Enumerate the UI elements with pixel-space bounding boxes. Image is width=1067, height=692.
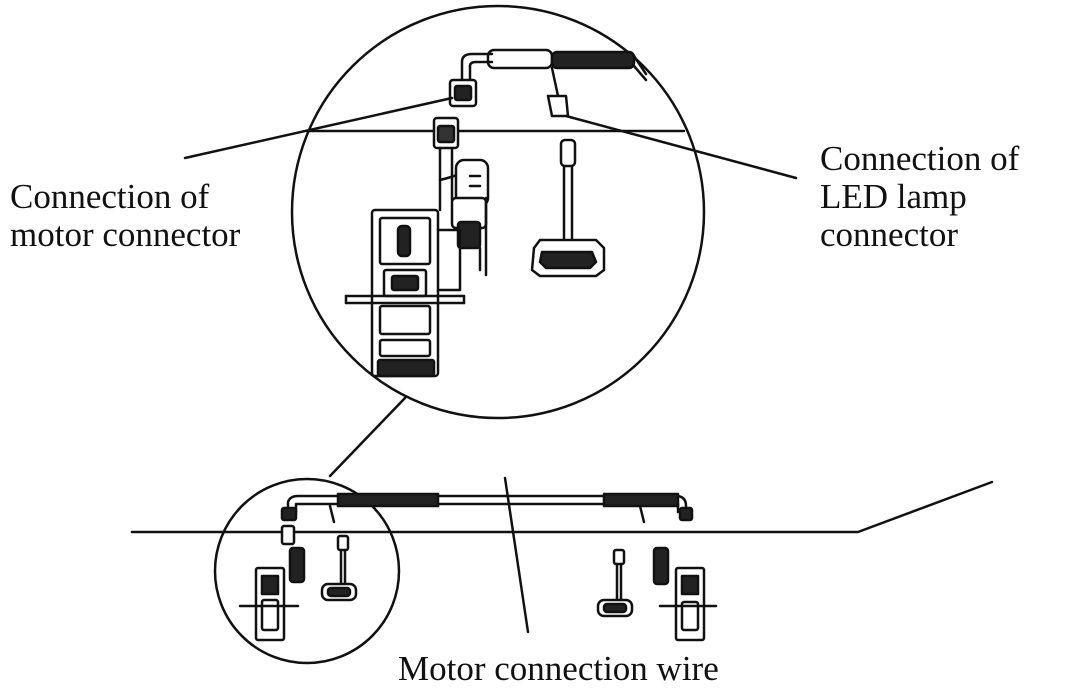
label-led-connector: Connection of LED lamp connector bbox=[820, 140, 1019, 254]
motor-unit bbox=[450, 158, 490, 277]
leader-led-connector bbox=[564, 114, 798, 180]
right-small-assembly bbox=[596, 546, 718, 642]
small-detail-circle bbox=[213, 477, 401, 665]
led-lamp bbox=[530, 138, 606, 278]
motor-connection-wire bbox=[280, 492, 694, 524]
label-motor-connector: Connection of motor connector bbox=[10, 178, 240, 254]
label-motor-wire: Motor connection wire bbox=[398, 649, 719, 688]
harness-top bbox=[460, 48, 648, 82]
led-plug-top bbox=[546, 66, 570, 118]
left-small-assembly bbox=[238, 524, 358, 642]
label-motor-connector-line2: motor connector bbox=[10, 215, 241, 254]
leader-motor-wire bbox=[503, 476, 530, 634]
label-motor-connector-line1: Connection of bbox=[10, 177, 210, 216]
vehicle-body-line bbox=[130, 480, 994, 534]
motor-bracket bbox=[344, 208, 466, 378]
magnified-detail-circle bbox=[290, 4, 706, 420]
leader-motor-connector bbox=[183, 96, 454, 160]
motor-socket bbox=[432, 116, 464, 212]
motor-plug-top bbox=[448, 78, 478, 108]
label-led-connector-line2: LED lamp bbox=[820, 177, 967, 216]
label-led-connector-line3: connector bbox=[820, 215, 958, 254]
leader-circle-link bbox=[328, 396, 407, 478]
label-led-connector-line1: Connection of bbox=[820, 139, 1020, 178]
